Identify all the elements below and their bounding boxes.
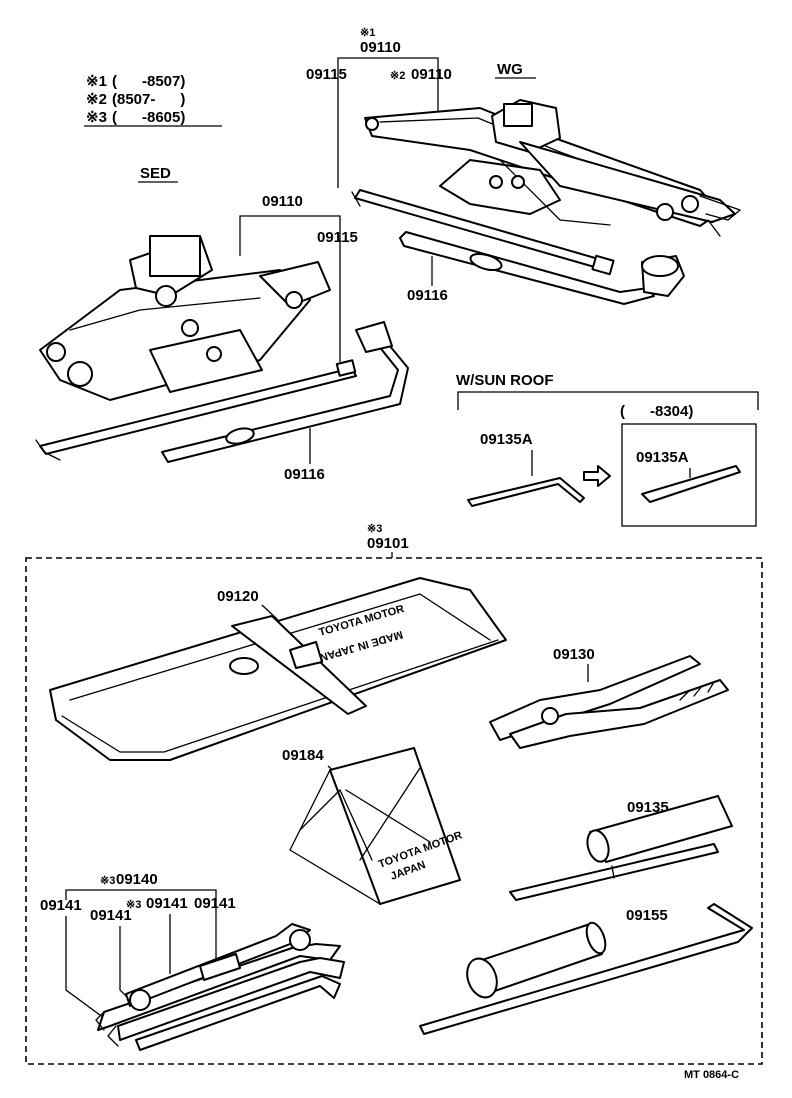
wheel-chock-drawing: TOYOTA MOTOR JAPAN: [289, 747, 464, 905]
screwdriver-drawing: [509, 795, 733, 901]
sunroof-tool-a-drawing: [467, 477, 585, 507]
sunroof-tool-b-drawing: [641, 465, 741, 503]
tool-kit-section: ※3 09101 09120 TOYOTA MOTOR MADE IN JAPA…: [25, 523, 763, 1065]
sed-section-label: SED: [140, 165, 171, 182]
note-3-text: ( -8605): [112, 109, 185, 126]
toyota-logo-icon: [229, 657, 259, 675]
sed-group-bracket: [239, 215, 341, 362]
wrench-a-number: 09141: [40, 897, 82, 914]
wrench-set-drawing: [95, 923, 345, 1051]
pliers-drawing: [489, 655, 729, 749]
wg-jack-mark: ※2: [390, 70, 405, 82]
wrench-set-mark: ※3: [100, 875, 115, 887]
wg-wrench-number: 09116: [407, 287, 448, 304]
sunroof-bracket: [457, 391, 759, 410]
wrench-set-number: 09140: [116, 871, 158, 888]
wg-wrench-drawing: [399, 231, 685, 305]
sunroof-section: W/SUN ROOF ( -8304) 09135A 09135A: [456, 372, 759, 527]
sed-jack-drawing: [39, 235, 331, 401]
wrench-a-leader: [65, 916, 105, 1019]
wg-section-label: WG: [497, 61, 523, 78]
wg-section: ※1 09110 09115 ※2 09110 WG: [306, 27, 741, 305]
wrench-b-leader: [119, 926, 131, 1001]
sed-wrench-drawing: [161, 321, 409, 463]
wrench-d-number: 09141: [194, 895, 236, 912]
plug-wrench-drawing: [419, 903, 753, 1035]
note-2-text: (8507- ): [112, 91, 185, 108]
kit-mark: ※3: [367, 523, 382, 535]
wrench-c-number: 09141: [146, 895, 188, 912]
wg-group-number: 09110: [360, 39, 401, 56]
sed-jack-number: 09110: [262, 193, 303, 210]
wg-handle-number: 09115: [306, 66, 347, 83]
diagram-code: MT 0864-C: [684, 1069, 739, 1081]
sunroof-new-box: [621, 423, 757, 527]
wg-handle-drawing: [351, 189, 615, 276]
note-3-mark: ※3: [86, 109, 107, 126]
note-2-mark: ※2: [86, 91, 107, 108]
sed-handle-number: 09115: [317, 229, 358, 246]
kit-dashed-border: [25, 557, 763, 1065]
replacement-arrow-icon: [583, 465, 611, 487]
note-1-mark: ※1: [86, 73, 107, 90]
wg-group-mark: ※1: [360, 27, 375, 39]
sunroof-tool-a-number: 09135A: [480, 431, 533, 448]
sunroof-date-range: ( -8304): [620, 403, 693, 420]
chock-number: 09184: [282, 747, 324, 764]
sunroof-tool-b-number: 09135A: [636, 449, 689, 466]
pliers-number: 09130: [553, 646, 595, 663]
kit-number: 09101: [367, 535, 409, 552]
bag-number: 09120: [217, 588, 259, 605]
sunroof-section-label: W/SUN ROOF: [456, 372, 554, 389]
wrench-set-bracket: [65, 889, 217, 960]
plug-wrench-number: 09155: [626, 907, 668, 924]
bag-leader: [261, 604, 279, 621]
screwdriver-number: 09135: [627, 799, 669, 816]
sed-handle-drawing: [35, 359, 357, 461]
tool-bag-drawing: TOYOTA MOTOR MADE IN JAPAN: [49, 577, 507, 761]
wg-group-bracket: [337, 57, 439, 64]
wg-jack-drawing: [364, 99, 741, 237]
note-1-text: ( -8507): [112, 73, 185, 90]
applicability-notes: ※1 ( -8507) ※2 (8507- ) ※3 ( -8605): [84, 73, 222, 127]
wrench-b-number: 09141: [90, 907, 132, 924]
sed-section: SED 09110 09115: [35, 165, 409, 483]
wrench-c-mark: ※3: [126, 899, 141, 911]
wg-jack-number: 09110: [411, 66, 452, 83]
sed-wrench-number: 09116: [284, 466, 325, 483]
